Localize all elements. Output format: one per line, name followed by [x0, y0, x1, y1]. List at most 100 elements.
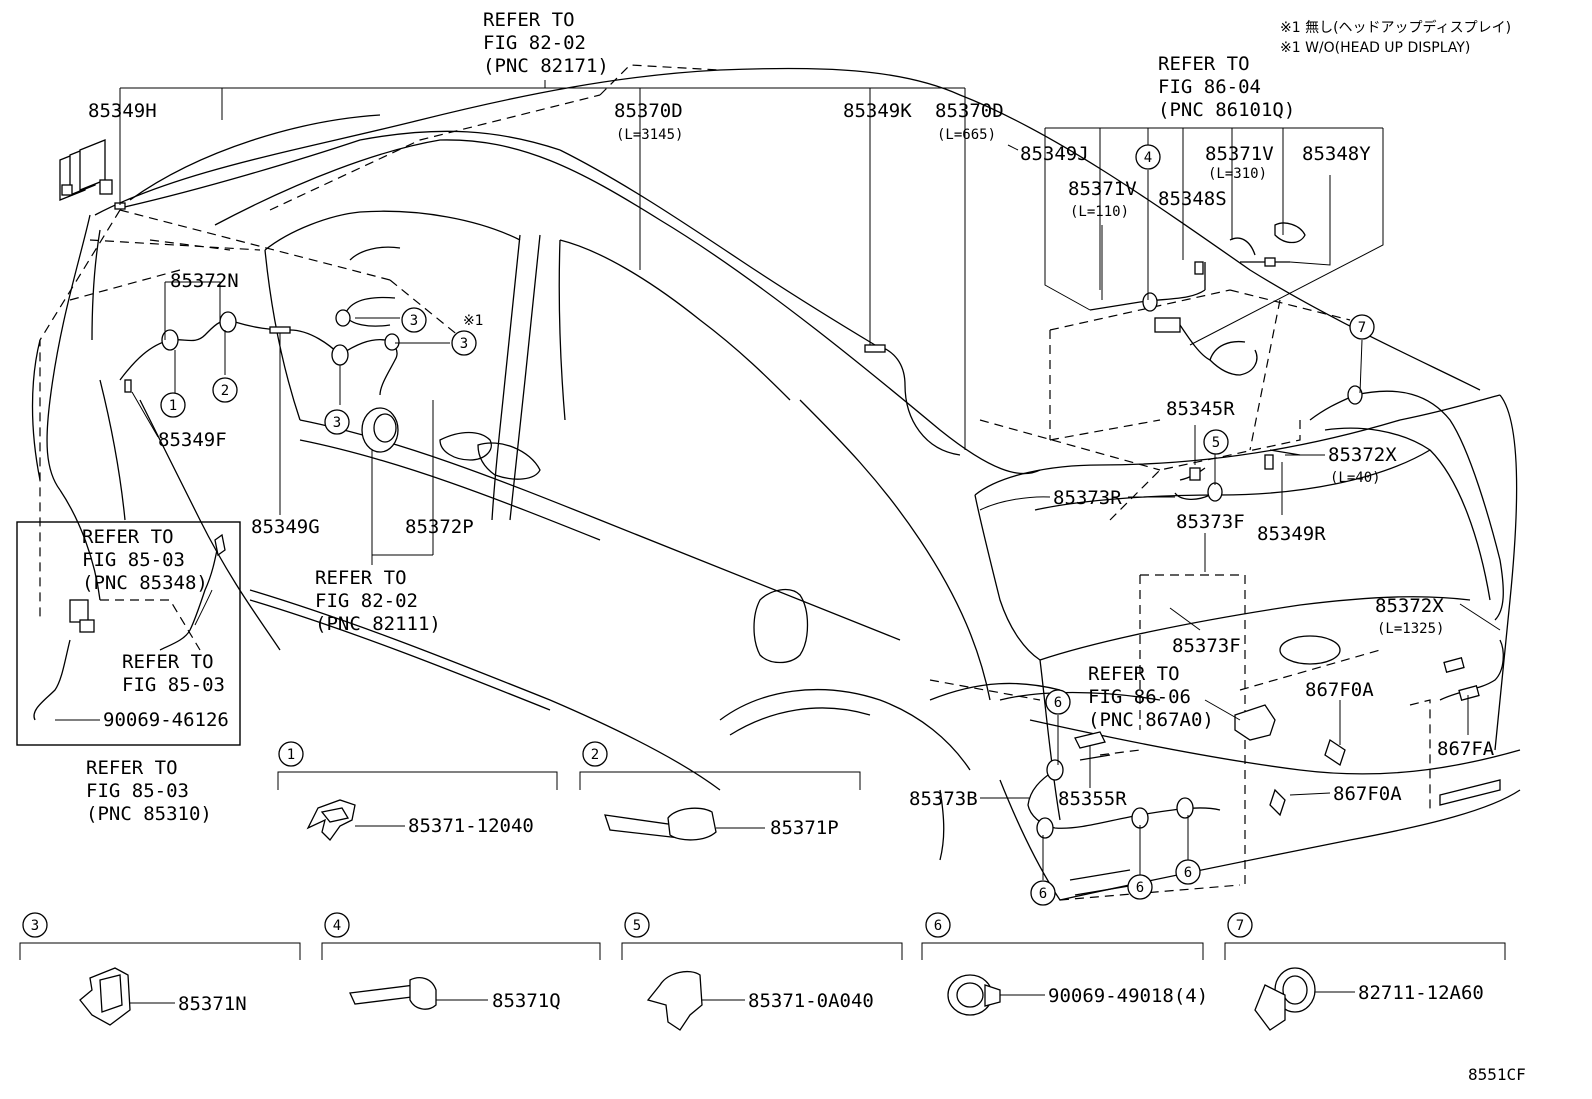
- svg-text:4: 4: [1144, 150, 1152, 166]
- label-85370D-1: 85370D: [614, 100, 683, 122]
- clip-85371-0A040-icon: [646, 971, 703, 1031]
- label-85370D-1-len: (L=3145): [616, 127, 683, 143]
- label-85345R: 85345R: [1166, 398, 1235, 420]
- callout-3a: 3: [401, 307, 427, 333]
- callout-6c: 6: [1127, 874, 1153, 900]
- label-85348Y: 85348Y: [1302, 143, 1371, 165]
- clamp-4-icon: [1142, 292, 1158, 312]
- svg-text:REFER TO: REFER TO: [483, 9, 575, 31]
- ref-fig82-02-top: REFER TO FIG 82-02 (PNC 82171): [483, 9, 609, 77]
- clip-85371-12040-icon: [306, 799, 356, 842]
- label-867FA: 867FA: [1437, 738, 1495, 760]
- vehicle-body-outline: [31, 67, 1521, 901]
- pump-bundle-icon: [59, 139, 113, 201]
- clip-85371N-icon: [79, 967, 131, 1026]
- label-85371V-2-len: (L=310): [1208, 166, 1267, 182]
- legend-label-6: 90069-49018(4): [1048, 985, 1208, 1007]
- svg-text:1: 1: [287, 747, 295, 763]
- label-85349F: 85349F: [158, 429, 227, 451]
- svg-text:5: 5: [1212, 435, 1220, 451]
- ref-fig86-04: REFER TO FIG 86-04 (PNC 86101Q): [1158, 53, 1295, 121]
- svg-text:REFER TO: REFER TO: [1088, 663, 1180, 685]
- rear-washer-nozzle-icon: [1234, 704, 1346, 817]
- svg-text:FIG 85-03: FIG 85-03: [82, 549, 185, 571]
- grommet-90069-49018-icon: [947, 974, 1001, 1016]
- label-85370D-2: 85370D: [935, 100, 1004, 122]
- svg-text:6: 6: [1039, 886, 1047, 902]
- legend-part-icons: [79, 799, 1355, 1031]
- ref-fig85-03-plain: REFER TO FIG 85-03: [122, 651, 225, 696]
- legend-label-1: 85371-12040: [408, 815, 534, 837]
- clamp-3b-icon: [335, 309, 351, 327]
- callout-6d: 6: [1175, 859, 1201, 885]
- svg-text:FIG 82-02: FIG 82-02: [315, 590, 418, 612]
- connector-85348S: [1194, 261, 1204, 275]
- callout-3c: 3: [324, 409, 350, 435]
- svg-text:6: 6: [1054, 695, 1062, 711]
- legend-callout-2: 2: [582, 741, 608, 767]
- clamp-82711-12A60-icon: [1254, 967, 1316, 1031]
- svg-text:(PNC 85348): (PNC 85348): [82, 572, 208, 594]
- svg-text:6: 6: [934, 918, 942, 934]
- legend-labels: 85371-12040 85371P 85371N 85371Q 85371-0…: [178, 815, 1484, 1015]
- legend-callout-5: 5: [624, 912, 650, 938]
- label-85372X-1: 85372X: [1328, 444, 1397, 466]
- callout-circles: 1 2 3 3 3 4 5 7 6 6 6 6 1 2 3 4 5 6 7: [22, 144, 1375, 938]
- legend-label-3: 85371N: [178, 993, 247, 1015]
- svg-text:3: 3: [333, 415, 341, 431]
- label-85349R: 85349R: [1257, 523, 1326, 545]
- label-90069-46126: 90069-46126: [103, 709, 229, 731]
- legend-callout-7: 7: [1227, 912, 1253, 938]
- svg-text:(PNC 867A0): (PNC 867A0): [1088, 709, 1214, 731]
- svg-text:3: 3: [410, 313, 418, 329]
- label-85373F-2: 85373F: [1172, 635, 1241, 657]
- legend-brackets: [19, 771, 1506, 960]
- label-85349K: 85349K: [843, 100, 912, 122]
- svg-text:FIG 85-03: FIG 85-03: [86, 780, 189, 802]
- clamp-6a-icon: [1046, 759, 1064, 781]
- callout-7: 7: [1349, 314, 1375, 340]
- legend-callout-4: 4: [324, 912, 350, 938]
- clamp-6d-icon: [1176, 797, 1194, 819]
- svg-text:REFER TO: REFER TO: [82, 526, 174, 548]
- clamp-1-icon: [161, 329, 179, 351]
- label-85348S: 85348S: [1158, 188, 1227, 210]
- svg-text:3: 3: [460, 336, 468, 352]
- label-85355R: 85355R: [1058, 788, 1127, 810]
- clip-85371V-icon: [1274, 222, 1306, 244]
- label-85373B: 85373B: [909, 788, 978, 810]
- grommet-85372P-icon: [361, 407, 399, 453]
- note-marker: ※1: [463, 313, 484, 329]
- label-85371V-2: 85371V: [1205, 143, 1274, 165]
- svg-text:6: 6: [1136, 880, 1144, 896]
- svg-text:(PNC 82171): (PNC 82171): [483, 55, 609, 77]
- svg-text:1: 1: [169, 398, 177, 414]
- svg-text:FIG 86-04: FIG 86-04: [1158, 76, 1261, 98]
- svg-text:REFER TO: REFER TO: [1158, 53, 1250, 75]
- callout-6a: 6: [1045, 689, 1071, 715]
- label-85371V-1-len: (L=110): [1070, 204, 1129, 220]
- part-867FA-icon: [1458, 685, 1480, 701]
- legend-label-2: 85371P: [770, 817, 839, 839]
- clamp-6b-icon: [1036, 817, 1054, 839]
- callout-4: 4: [1135, 144, 1161, 170]
- svg-text:REFER TO: REFER TO: [315, 567, 407, 589]
- label-85370D-2-len: (L=665): [937, 127, 996, 143]
- figure-id: 8551CF: [1468, 1065, 1526, 1084]
- label-85372N: 85372N: [170, 270, 239, 292]
- part-867FA-b-icon: [1443, 657, 1465, 673]
- ref-fig82-02-bottom: REFER TO FIG 82-02 (PNC 82111): [315, 567, 441, 635]
- legend-label-4: 85371Q: [492, 990, 561, 1012]
- washer-pump-icon: [69, 533, 226, 633]
- svg-text:2: 2: [591, 747, 599, 763]
- svg-text:FIG 86-06: FIG 86-06: [1088, 686, 1191, 708]
- label-85372P: 85372P: [405, 516, 474, 538]
- svg-text:4: 4: [333, 918, 341, 934]
- connector-85349F: [124, 379, 132, 393]
- connector-85348Y: [1264, 257, 1276, 267]
- leader-lines: [55, 80, 1501, 880]
- svg-text:(PNC 82111): (PNC 82111): [315, 613, 441, 635]
- callout-1: 1: [160, 392, 186, 418]
- callout-3b: 3: [451, 330, 477, 356]
- svg-text:REFER TO: REFER TO: [86, 757, 178, 779]
